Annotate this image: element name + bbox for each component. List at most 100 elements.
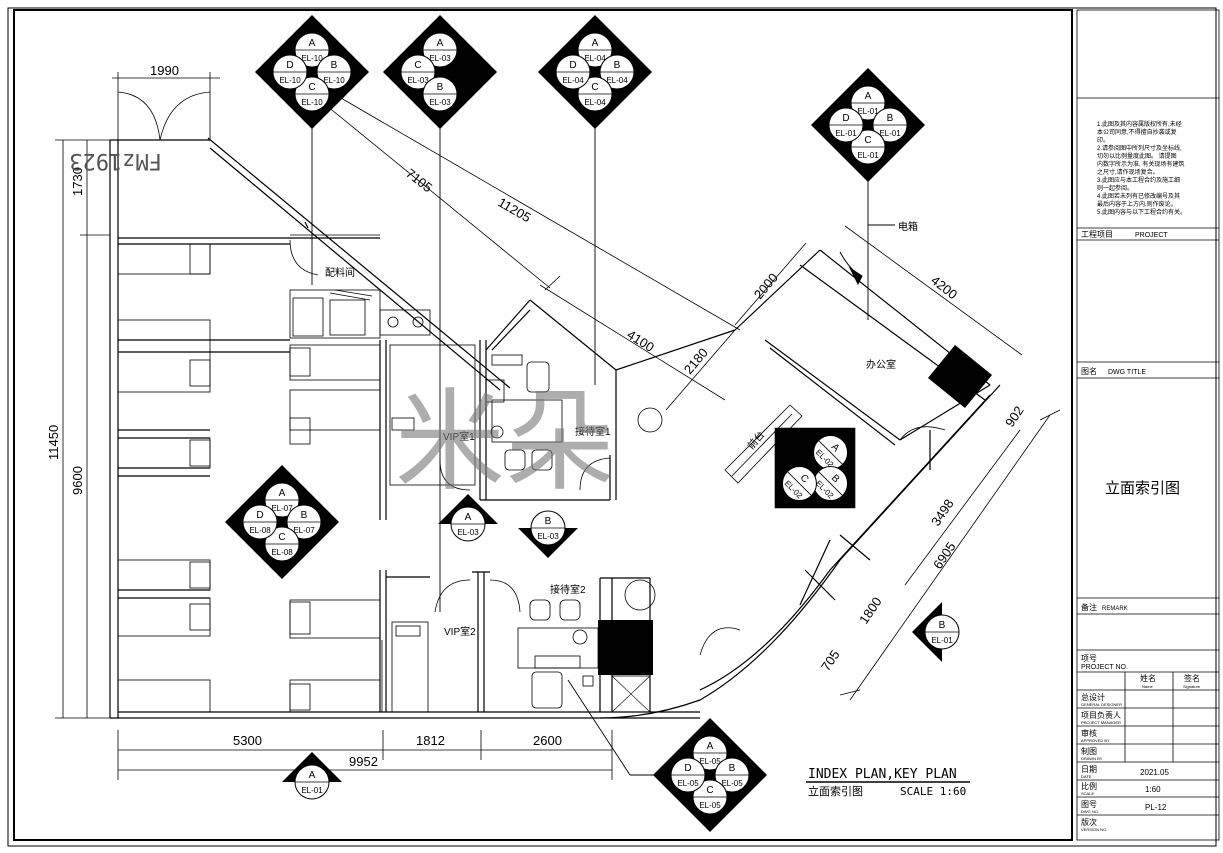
dim-2600: 2600	[533, 733, 562, 748]
approver-label: 审核	[1081, 728, 1097, 738]
project-no-label-en: PROJECT NO.	[1081, 664, 1128, 671]
scale-label-en: SCALE	[1081, 791, 1094, 796]
marker-letter: B	[939, 620, 946, 631]
room-vip1: VIP室1	[443, 430, 475, 443]
sheet-border	[7, 7, 1217, 847]
note-line: 3.此图应与本工程合约及施工细	[1097, 176, 1180, 184]
marker-code: EL-01	[857, 107, 879, 116]
marker-letter: C	[591, 82, 598, 93]
dim-902: 902	[1002, 403, 1027, 429]
note-line: 本公司同意,不得擅自抄袭或复	[1097, 128, 1177, 136]
dim-1990: 1990	[150, 63, 179, 78]
dwg-no-value: PL-12	[1145, 803, 1167, 812]
marker-letter: D	[842, 113, 849, 124]
marker-letter: A	[465, 512, 472, 523]
watermark: 米朵	[395, 381, 615, 504]
plan-scale: SCALE 1:60	[900, 785, 966, 798]
room-office: 办公室	[866, 358, 896, 371]
project-label-en: PROJECT	[1135, 232, 1168, 239]
marker-letter: C	[864, 135, 871, 146]
marker-letter: C	[308, 82, 315, 93]
remark-label: 备注	[1081, 602, 1097, 612]
project-no-label: 项号	[1081, 654, 1097, 663]
title-block-texts: 1.此图及其内容属版权所有,未经本公司同意,不得擅自抄袭或复印。2.请参阅图中所…	[1081, 120, 1201, 832]
title-block	[1076, 9, 1220, 841]
front-desk	[724, 404, 803, 484]
marker-code: EL-03	[429, 54, 451, 63]
marker-code: EL-05	[699, 757, 721, 766]
marker-code: EL-01	[301, 786, 323, 795]
office-door	[839, 251, 863, 286]
date-label: 日期	[1081, 765, 1097, 774]
dwg-no-label: 图号	[1081, 800, 1097, 809]
marker-letter: B	[887, 113, 894, 124]
dwg-no-label-en: DWG NO.	[1081, 809, 1099, 814]
manager-label: 项目负责人	[1081, 710, 1121, 720]
marker-letter: D	[569, 60, 576, 71]
dim-2000: 2000	[751, 270, 781, 302]
note-line: 则一起参阅。	[1097, 184, 1133, 192]
marker-code: EL-05	[677, 779, 699, 788]
plan-title-en: INDEX PLAN,KEY PLAN	[808, 767, 957, 782]
marker-letter: B	[437, 82, 444, 93]
marker-code: EL-10	[301, 54, 323, 63]
designer-label-en: GENERAL DESIGNER	[1081, 702, 1122, 707]
column-block-office	[928, 345, 992, 408]
marker-code: EL-10	[323, 76, 345, 85]
name-col-en: Name	[1142, 684, 1153, 689]
marker-letter: C	[706, 785, 713, 796]
marker-letter: D	[286, 60, 293, 71]
marker-code: EL-03	[537, 532, 559, 541]
note-line: 4.此图若未列有已修改编号及其	[1097, 192, 1180, 200]
note-line: 印。	[1097, 137, 1109, 144]
drawing-frame	[13, 9, 1073, 841]
note-line: 1.此图及其内容属版权所有,未经	[1097, 120, 1182, 128]
note-line: 内数字所示为准, 有关现场有建筑	[1097, 160, 1184, 168]
marker-code: EL-03	[407, 76, 429, 85]
prep-counter	[289, 289, 431, 339]
marker-letter: A	[279, 488, 286, 499]
designer-label: 总设计	[1081, 692, 1105, 702]
marker-letter: D	[256, 510, 263, 521]
note-line: 最后内容于上方内,则作废论。	[1097, 200, 1177, 208]
date-value: 2021.05	[1140, 768, 1169, 777]
dim-5300: 5300	[233, 733, 262, 748]
entrance-door	[117, 91, 211, 141]
index-markers: AEL-10BEL-10CEL-10DEL-10AEL-03CEL-03BEL-…	[225, 15, 960, 832]
marker-code: EL-08	[271, 548, 293, 557]
room-reception1: 接待室1	[575, 425, 611, 438]
marker-code: EL-03	[429, 98, 451, 107]
beds	[117, 243, 381, 713]
marker-code: EL-04	[584, 98, 606, 107]
reception-1-furniture	[485, 354, 563, 471]
name-col: 姓名	[1140, 673, 1156, 683]
marker-letter: B	[545, 516, 552, 527]
version-label-en: VERSION NO.	[1081, 827, 1107, 832]
approver-label-en: APPROVED BY	[1081, 738, 1110, 743]
marker-code: EL-10	[301, 98, 323, 107]
marker-code: EL-04	[584, 54, 606, 63]
project-label: 工程项目	[1081, 230, 1113, 239]
drawn-label-en: DRAWN BY	[1081, 756, 1103, 761]
room-reception2: 接待室2	[550, 583, 586, 596]
marker-code: EL-05	[721, 779, 743, 788]
marker-code: EL-07	[271, 504, 293, 513]
dim-4200: 4200	[928, 273, 960, 303]
marker-code: EL-01	[857, 151, 879, 160]
dwg-title: 立面索引图	[1105, 480, 1180, 497]
sign-col: 签名	[1184, 673, 1200, 683]
index-marker: B EL-03	[518, 510, 578, 558]
index-marker: A EL-01	[282, 752, 342, 800]
scale-value: 1:60	[1145, 785, 1161, 794]
dim-1800: 1800	[856, 594, 885, 626]
marker-letter: A	[309, 770, 316, 781]
marker-letter: A	[592, 38, 599, 49]
marker-code: EL-04	[562, 76, 584, 85]
column-hatch-cross	[611, 675, 651, 713]
manager-label-en: PROJECT MANAGER	[1081, 720, 1121, 725]
dim-2180: 2180	[681, 345, 711, 377]
